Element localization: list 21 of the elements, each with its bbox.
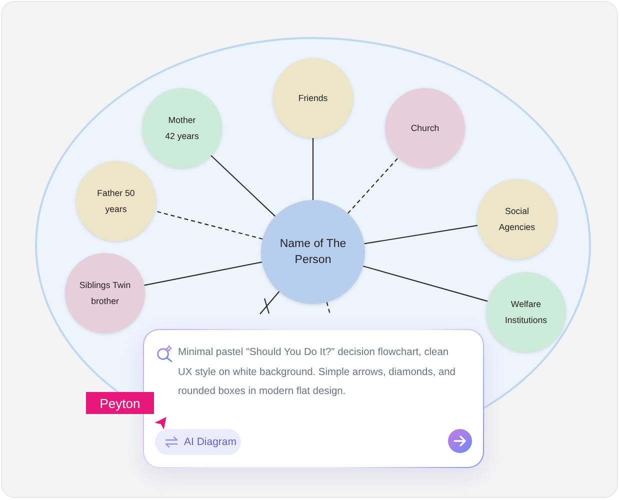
dashed-connector — [326, 302, 331, 314]
node-label: Friends — [297, 92, 329, 105]
dashed-connector — [348, 157, 399, 214]
prompt-card — [143, 329, 484, 468]
connector-line — [144, 262, 262, 286]
node-label: Siblings Twin brother — [78, 279, 132, 308]
connector-line — [362, 266, 488, 302]
connector-line — [312, 138, 314, 200]
node-label: Church — [410, 122, 440, 135]
dashed-connector — [154, 210, 263, 240]
prompt-text: Minimal pastel "Should You Do It?" decision flowchart, clean UX style on white background. Simple arrows, diamonds, and rounded boxes in modern flat design. — [178, 346, 456, 399]
mode-button: AI Diagram — [155, 429, 241, 455]
node-label: Welfare Institutions — [504, 298, 548, 327]
name-tag: Peyton — [86, 392, 154, 414]
node-label: Father 50 years — [96, 187, 136, 216]
connector-line — [260, 291, 280, 314]
connector-line — [210, 155, 276, 217]
connector-line — [364, 224, 478, 244]
node-label: Social Agencies — [498, 205, 536, 234]
node-label: Mother 42 years — [164, 114, 200, 143]
node-label: Name of The Person — [278, 237, 348, 268]
